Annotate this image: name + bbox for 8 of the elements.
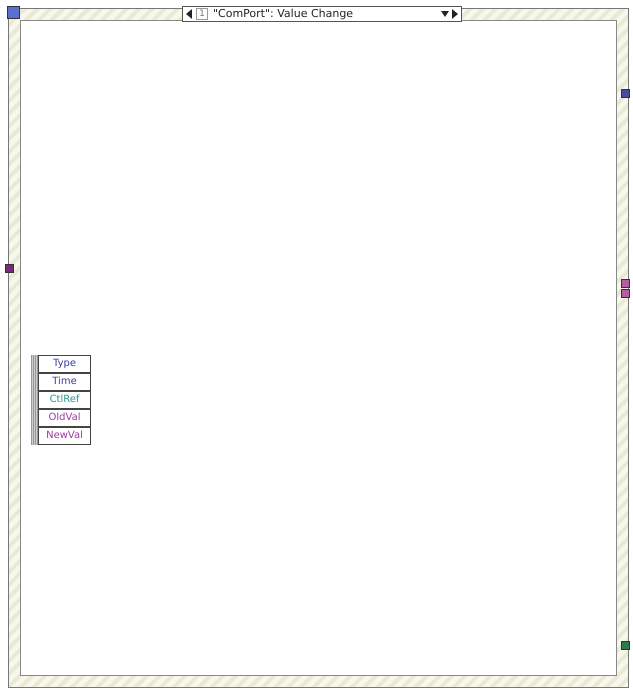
event-data-field: NewVal <box>38 427 91 445</box>
event-case-label: "ComPort": Value Change <box>213 7 354 21</box>
event-data-field: CtlRef <box>38 391 91 409</box>
event-data-field: OldVal <box>38 409 91 427</box>
event-data-node <box>31 355 91 445</box>
event-data-field: Type <box>38 355 91 373</box>
event-data-field: Time <box>38 373 91 391</box>
case-index: 1 <box>196 8 208 20</box>
